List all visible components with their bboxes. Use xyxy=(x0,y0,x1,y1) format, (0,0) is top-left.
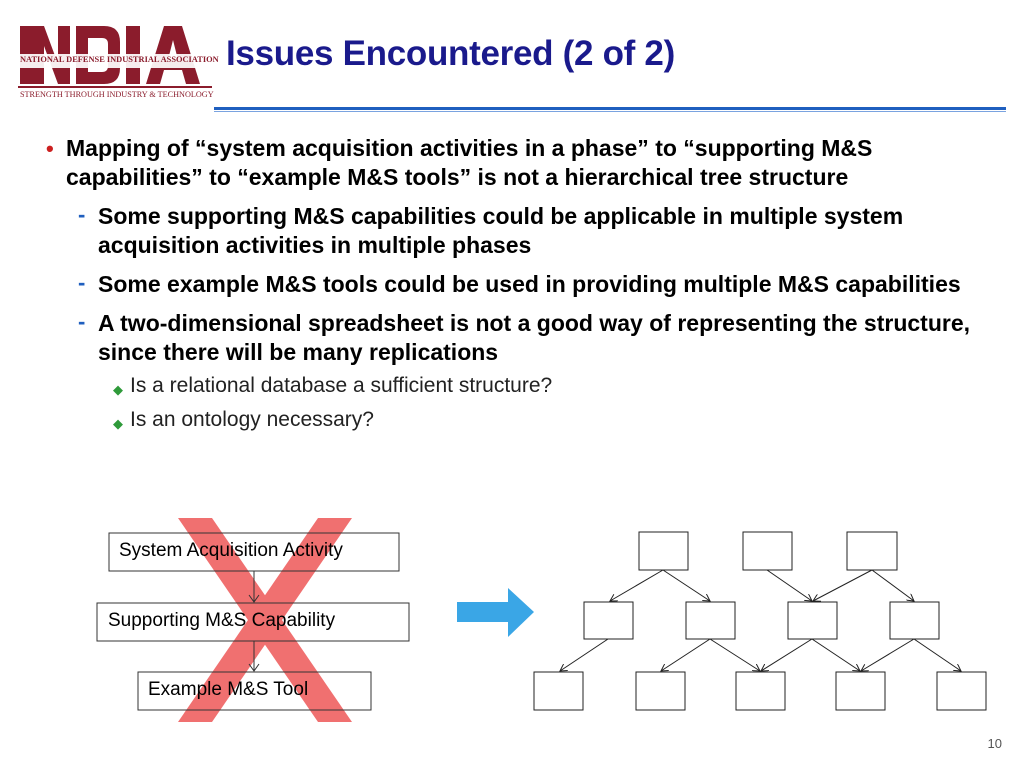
box-label-acquisition: System Acquisition Activity xyxy=(119,540,343,561)
dash-icon: - xyxy=(78,270,86,295)
hierarchy-arrows xyxy=(248,571,260,672)
subsub-bullet: ◆ Is a relational database a sufficient … xyxy=(40,373,990,399)
box-label-capability: Supporting M&S Capability xyxy=(108,610,336,631)
dash-icon: - xyxy=(78,202,86,227)
arrow-right-icon xyxy=(457,588,534,637)
sub-bullet: - A two-dimensional spreadsheet is not a… xyxy=(40,309,990,367)
page-number: 10 xyxy=(987,736,1002,751)
box-ms-capability xyxy=(96,602,410,642)
graph-node xyxy=(533,671,584,711)
subsub-bullet-text: Is an ontology necessary? xyxy=(130,408,374,431)
graph-node xyxy=(846,531,898,571)
title-rule-thin xyxy=(214,111,1006,112)
sub-bullet: - Some example M&S tools could be used i… xyxy=(40,270,990,299)
bullet-main-text: Mapping of “system acquisition activitie… xyxy=(66,135,873,190)
bullet-list: • Mapping of “system acquisition activit… xyxy=(40,134,990,433)
subsub-bullet: ◆ Is an ontology necessary? xyxy=(40,407,990,433)
logo-tagline: STRENGTH THROUGH INDUSTRY & TECHNOLOGY xyxy=(20,90,214,99)
sub-bullet-text: Some supporting M&S capabilities could b… xyxy=(98,203,904,258)
graph-node xyxy=(685,601,736,640)
diamond-icon: ◆ xyxy=(113,382,123,397)
graph-node xyxy=(787,601,838,640)
graph-node xyxy=(635,671,686,711)
graph-node xyxy=(638,531,689,571)
graph-node xyxy=(889,601,940,640)
graph-node xyxy=(936,671,987,711)
logo-org-name: NATIONAL DEFENSE INDUSTRIAL ASSOCIATION xyxy=(20,55,219,64)
cross-icon xyxy=(178,518,352,722)
diamond-icon: ◆ xyxy=(113,416,123,431)
box-label-tool: Example M&S Tool xyxy=(148,679,309,700)
graph-node xyxy=(583,601,634,640)
subsub-bullet-text: Is a relational database a sufficient st… xyxy=(130,374,553,397)
title-rule xyxy=(214,107,1006,110)
sub-bullet-text: Some example M&S tools could be used in … xyxy=(98,271,961,297)
graph-node xyxy=(742,531,793,571)
box-ms-tool xyxy=(137,671,372,711)
sub-bullet-text: A two-dimensional spreadsheet is not a g… xyxy=(98,310,971,365)
dash-icon: - xyxy=(78,309,86,334)
bullet-dot-icon: • xyxy=(46,136,54,161)
slide-title: Issues Encountered (2 of 2) xyxy=(226,34,675,73)
graph-node xyxy=(735,671,786,711)
graph-node xyxy=(835,671,886,711)
sub-bullet: - Some supporting M&S capabilities could… xyxy=(40,202,990,260)
graph-edges xyxy=(560,569,961,671)
bullet-main: • Mapping of “system acquisition activit… xyxy=(40,134,990,192)
ndia-logo: NATIONAL DEFENSE INDUSTRIAL ASSOCIATION … xyxy=(18,24,219,102)
